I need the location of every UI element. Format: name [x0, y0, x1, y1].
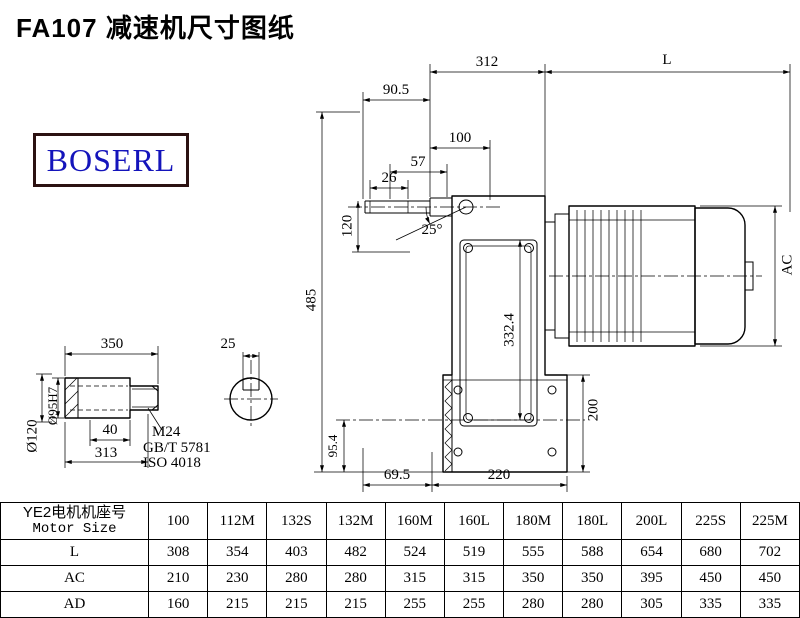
dimension-lines [39, 69, 790, 488]
dim-350-label: 350 [101, 336, 124, 352]
cell: 210 [147, 565, 209, 592]
size-col-header: 160M [384, 502, 445, 540]
dim-25-label: 25 [221, 336, 236, 352]
size-col-header: 225M [739, 502, 800, 540]
size-col-header: 100 [147, 502, 209, 540]
cell: 702 [739, 539, 800, 566]
fan-cover [694, 207, 746, 345]
cell: 555 [503, 539, 564, 566]
shaft-outline [64, 377, 159, 419]
cell: 350 [562, 565, 623, 592]
size-col-header: 132M [325, 502, 386, 540]
extension-lines [36, 64, 791, 492]
motor-size-table: YE2电机机座号 Motor Size 100 112M 132S 132M 1… [0, 502, 800, 618]
dim-485-label: 485 [303, 289, 319, 312]
page-title: FA107 减速机尺寸图纸 [16, 13, 295, 43]
cell: 588 [562, 539, 623, 566]
dim-40-label: 40 [103, 422, 118, 438]
size-col-header: 225S [680, 502, 741, 540]
cell: 315 [443, 565, 505, 592]
logo-text: BOSERL [46, 141, 176, 178]
dim-90-5-label: 90.5 [383, 82, 409, 98]
logo-box: BOSERL [33, 133, 189, 187]
size-col-header: 132S [266, 502, 327, 540]
row-label: L [0, 539, 149, 566]
dim-57-label: 57 [411, 154, 427, 170]
table-header-row: YE2电机机座号 Motor Size 100 112M 132S 132M 1… [0, 502, 800, 540]
dim-100-label: 100 [449, 130, 472, 146]
shaft-end-view [229, 377, 273, 421]
cell: 680 [680, 539, 741, 566]
cell: 354 [207, 539, 268, 566]
thread-spec-label: M24 [152, 424, 181, 440]
cell: 315 [384, 565, 445, 592]
dim-200-label: 200 [585, 399, 601, 422]
cell: 482 [325, 539, 386, 566]
motor-size-header-cell: YE2电机机座号 Motor Size [0, 502, 149, 540]
size-col-header: 180M [503, 502, 564, 540]
cell: 280 [266, 565, 327, 592]
cell: 308 [147, 539, 209, 566]
cell: 350 [503, 565, 564, 592]
size-col-header: 112M [207, 502, 268, 540]
dim-69-5-label: 69.5 [384, 467, 410, 483]
motor [544, 205, 754, 347]
cell: 230 [207, 565, 268, 592]
motor-size-label-en: Motor Size [32, 521, 117, 537]
dim-120-label: 120 [339, 215, 355, 238]
dim-AC-label: AC [779, 255, 795, 276]
output-shaft-side-view [64, 377, 159, 419]
dim-220-label: 220 [488, 467, 511, 483]
cell: 280 [325, 565, 386, 592]
table-row-AC: AC 210 230 280 280 315 315 350 350 395 4… [0, 565, 800, 592]
dim-332-4-label: 332.4 [501, 313, 517, 347]
motor-size-label-cn: YE2电机机座号 [22, 504, 127, 521]
gb-standard-label: GB/T 5781 [143, 440, 211, 456]
technical-drawing: 312 L 90.5 100 57 26 120 25° 485 332.4 A… [24, 52, 795, 492]
size-col-header: 160L [443, 502, 505, 540]
cell: 395 [621, 565, 682, 592]
table-row-L: L 308 354 403 482 524 519 555 588 654 68… [0, 539, 800, 566]
size-col-header: 180L [562, 502, 623, 540]
row-label: AC [0, 565, 149, 592]
dim-26-label: 26 [382, 170, 398, 186]
input-shaft [364, 197, 474, 217]
dim-312-label: 312 [476, 54, 499, 70]
cell: 403 [266, 539, 327, 566]
cell: 450 [739, 565, 800, 592]
dim-95-4-label: 95.4 [325, 434, 340, 457]
dim-313-label: 313 [95, 445, 118, 461]
cell: 524 [384, 539, 445, 566]
cell: 450 [680, 565, 741, 592]
dim-25deg-label: 25° [422, 222, 443, 238]
dim-L-label: L [662, 52, 671, 68]
iso-standard-label: ISO 4018 [143, 455, 201, 471]
cell: 519 [443, 539, 505, 566]
size-col-header: 200L [621, 502, 682, 540]
dim-dia95-label: Ø95H7 [45, 386, 60, 425]
dimension-labels: 312 L 90.5 100 57 26 120 25° 485 332.4 A… [24, 52, 795, 483]
dim-dia120-label: Ø120 [24, 419, 40, 452]
cell: 654 [621, 539, 682, 566]
